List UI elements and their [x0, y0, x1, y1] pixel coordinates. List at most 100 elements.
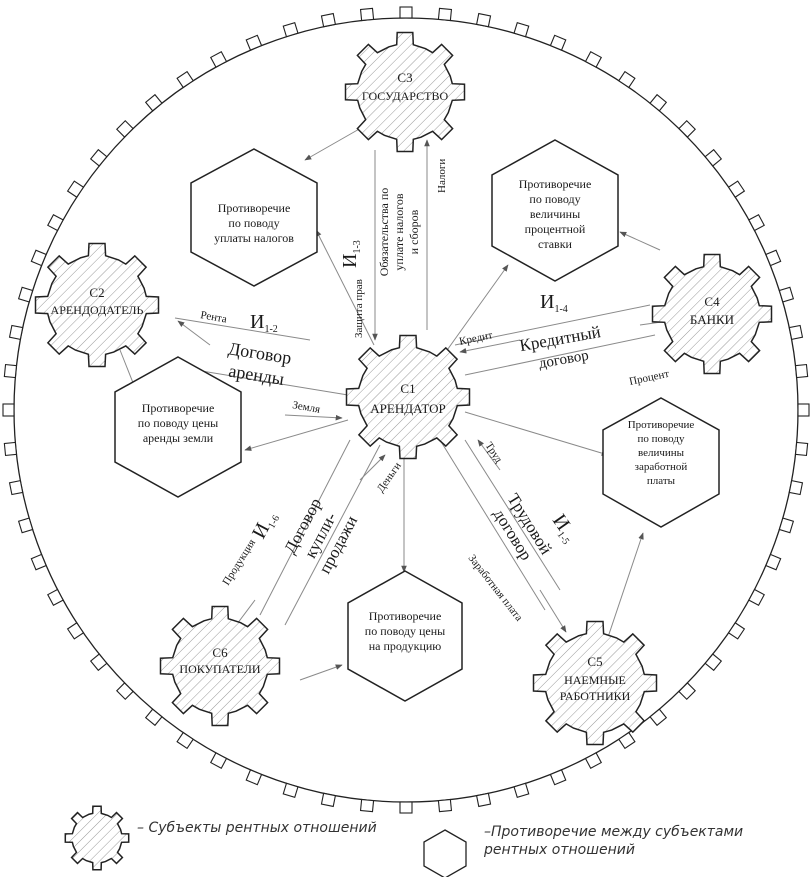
contract-sale: Договор купли- продажи — [280, 495, 361, 577]
ring-tooth — [89, 148, 108, 167]
gear-c1-code: С1 — [400, 381, 415, 396]
flow-labor: Труд — [482, 440, 504, 465]
hex-wages-line-3: величины — [638, 447, 685, 459]
ring-tooth — [47, 213, 64, 232]
ring-tooth — [66, 180, 85, 198]
legend: – Субъекты рентных отношений –Противореч… — [64, 805, 743, 879]
ring-tooth — [30, 553, 47, 571]
hex-wages-line-2: по поводу — [638, 433, 685, 445]
legend-hexagon-icon — [423, 829, 467, 879]
ring-tooth — [778, 286, 795, 303]
ring-tooth — [475, 792, 492, 808]
ring-tooth — [282, 21, 299, 38]
hex-taxes-line-2: по поводу — [228, 216, 279, 230]
ring-tooth — [399, 6, 413, 19]
hex-taxes-line-3: уплаты налогов — [214, 231, 294, 245]
gear-c3-name: ГОСУДАРСТВО — [362, 89, 449, 103]
contract-labor: Трудовой договор — [490, 490, 556, 564]
interest-i14: И1-4 — [540, 291, 568, 315]
ring-tooth — [618, 731, 636, 750]
ring-tooth — [359, 7, 375, 22]
ring-tooth — [649, 93, 668, 112]
ring-tooth — [47, 588, 64, 607]
hex-land-line-3: аренды земли — [143, 431, 214, 445]
hex-land-line-2: по поводу цены — [138, 416, 218, 430]
gear-c1-name: АРЕНДАТОР — [370, 401, 445, 416]
ring-tooth — [144, 708, 163, 727]
ring-tooth — [549, 769, 567, 786]
contract-tax-line-3: и сборов — [407, 209, 421, 254]
ring-tooth — [748, 588, 765, 607]
legend-hex-label-line-1: –Противоречие между субъектами — [484, 824, 743, 840]
gear-c6-pokupateli — [159, 605, 281, 727]
subject-gears — [34, 31, 773, 746]
ring-tooth — [144, 93, 163, 112]
gear-c1-arendator — [345, 334, 471, 460]
contract-credit-line-1: Кредитный — [518, 322, 602, 355]
gear-c5-naemnye-rabotniki — [532, 620, 658, 746]
flow-money: Деньги — [375, 460, 404, 495]
hex-wages-line-5: платы — [647, 475, 676, 487]
hex-wages-line-4: заработной — [635, 461, 688, 473]
gear-c4-banki — [651, 253, 773, 375]
connector-lines — [119, 127, 691, 681]
ring-tooth — [320, 792, 337, 808]
ring-tooth — [704, 148, 723, 167]
legend-gear-icon — [64, 805, 130, 871]
ring-tooth — [359, 798, 375, 813]
legend-gear-label: – Субъекты рентных отношений — [137, 820, 377, 836]
flow-taxes: Налоги — [436, 159, 448, 193]
flow-land: Земля — [291, 399, 321, 416]
gear-c4-code: С4 — [704, 294, 720, 309]
hex-product-line-1: Противоречие — [369, 609, 442, 623]
ring-tooth — [245, 769, 263, 786]
gear-c2-arendodatel — [34, 242, 160, 368]
legend-gear-shape — [64, 805, 130, 871]
gear-c5-code: С5 — [587, 654, 602, 669]
hexagon-wages — [602, 397, 720, 528]
ring-tooth — [584, 752, 603, 769]
ring-tooth — [765, 553, 782, 571]
hex-taxes-line-1: Противоречие — [218, 201, 291, 215]
ring-tooth — [3, 363, 18, 379]
gear-labels: С1 АРЕНДАТОР С2 АРЕНДОДАТЕЛЬ С3 ГОСУДАРС… — [51, 70, 735, 703]
gear-c6-code: С6 — [212, 645, 228, 660]
gear-c5-name1: НАЕМНЫЕ — [564, 673, 626, 687]
ring-tooth — [778, 517, 795, 534]
ring-tooth — [209, 752, 228, 769]
ring-tooth — [176, 70, 194, 89]
ring-tooth — [513, 782, 530, 799]
ring-tooth — [320, 12, 337, 28]
ring-tooth — [475, 12, 492, 28]
ring-tooth — [66, 622, 85, 640]
ring-tooth — [727, 180, 746, 198]
legend-hex-label-line-2: рентных отношений — [483, 842, 635, 858]
ring-tooth — [649, 708, 668, 727]
contract-tax-line-2: уплате налогов — [392, 193, 406, 270]
ring-tooth — [17, 286, 34, 303]
flow-rent: Рента — [199, 309, 227, 325]
hexagon-taxes — [190, 148, 318, 287]
ring-tooth — [584, 51, 603, 68]
hexagon-texts: Противоречие по поводу уплаты налогов Пр… — [138, 177, 695, 653]
ring-tooth — [116, 682, 134, 700]
interest-i12: И1-2 — [250, 311, 278, 335]
ring-tooth — [116, 120, 134, 138]
ring-tooth — [437, 798, 453, 813]
hex-land-line-1: Противоречие — [142, 401, 215, 415]
gear-c6-name: ПОКУПАТЕЛИ — [179, 662, 261, 676]
hex-interest-line-1: Противоречие — [519, 177, 592, 191]
ring-tooth — [2, 403, 15, 417]
contract-tax: Обязательства по уплате налогов и сборов — [377, 188, 421, 277]
gear-c3-code: С3 — [397, 70, 412, 85]
contradiction-hexagons — [114, 139, 720, 702]
ring-tooth — [727, 622, 746, 640]
ring-tooth — [788, 479, 804, 496]
hexagon-interest — [491, 139, 619, 282]
ring-tooth — [17, 517, 34, 534]
ring-tooth — [3, 441, 18, 457]
flow-protection: Защита прав — [353, 279, 365, 338]
ring-tooth — [437, 7, 453, 22]
